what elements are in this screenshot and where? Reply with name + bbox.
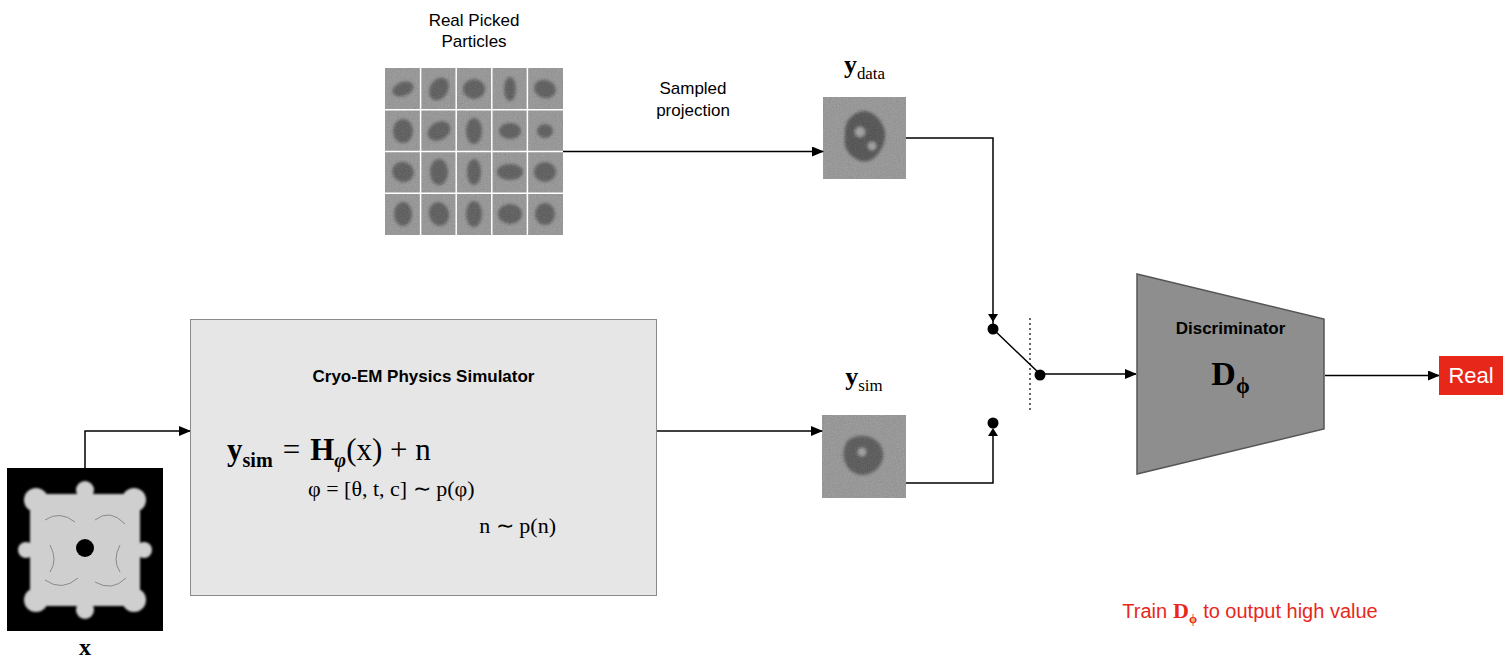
volume-image <box>7 468 163 631</box>
protein-lobe <box>18 542 34 558</box>
node-text: Cryo-EM Physics Simulator <box>312 367 534 386</box>
image-panel: Real Picked Particles <box>385 68 563 235</box>
node-text: sim <box>858 376 882 395</box>
annotation-text: Train <box>1122 600 1167 622</box>
trapezoid-shape <box>1137 274 1324 474</box>
text-line: Discriminator <box>1136 318 1325 339</box>
text-line: ysim = Hφ(x) + n <box>227 432 431 478</box>
text-line: n ∼ p(n) <box>479 512 556 540</box>
protein-body <box>30 494 140 606</box>
noise-overlay <box>385 68 563 235</box>
node-text: sim <box>243 449 273 471</box>
grid-lines <box>385 68 563 235</box>
text-line: Dϕ <box>1136 353 1325 406</box>
annotation: Train Dϕ to output high value <box>1122 597 1377 633</box>
image-panel: x <box>7 468 163 631</box>
protein-lobe <box>24 588 48 612</box>
node-text: x <box>79 634 91 660</box>
particle-grid <box>385 68 563 235</box>
node-text: (x) + n <box>346 432 431 467</box>
text-line: Cryo-EM Physics Simulator <box>191 366 656 387</box>
noise-overlay <box>822 415 906 498</box>
text-line: Real Picked Particles <box>404 10 544 52</box>
protein-volume <box>18 481 152 619</box>
node-text: y <box>227 432 243 467</box>
node-text: n ∼ p(n) <box>479 513 556 538</box>
protein-lobe <box>24 488 48 512</box>
projection-image <box>823 97 906 179</box>
node-text: = <box>283 432 300 467</box>
image-panel: ydata <box>823 97 906 179</box>
text-line: ydata <box>803 49 926 89</box>
edge-label: Sampled projection <box>633 78 753 122</box>
connector-arrow <box>85 431 190 468</box>
connector-arrow <box>563 151 823 153</box>
text-line: φ = [θ, t, c] ∼ p(φ) <box>308 475 475 503</box>
protein-lobe <box>136 542 152 558</box>
node-text: Discriminator <box>1176 319 1286 338</box>
protein-pore <box>76 539 94 557</box>
annotation-text: D <box>1173 598 1189 623</box>
protein-lobe <box>76 601 94 619</box>
node-text: H <box>310 432 334 467</box>
node-text: φ = [θ, t, c] ∼ p(φ) <box>308 476 475 501</box>
node-text: φ <box>334 449 346 471</box>
text-line: Real <box>1439 356 1503 395</box>
connector-arrow <box>657 430 822 432</box>
simulated-image <box>822 415 906 498</box>
edge-label-text: Sampled projection <box>656 79 730 120</box>
node-text: data <box>857 64 885 83</box>
grid-line <box>385 193 563 195</box>
arrowhead <box>988 428 998 436</box>
node-text: Real Picked Particles <box>429 11 520 51</box>
annotation-text: ϕ <box>1189 611 1197 626</box>
image-panel: ysim <box>822 415 906 498</box>
text-line: x <box>7 633 163 661</box>
annotation-text: to output high value <box>1203 600 1378 622</box>
texture-line <box>45 515 126 586</box>
connector-arrow <box>1325 375 1439 377</box>
text-line: ysim <box>802 361 926 401</box>
node-text: ϕ <box>1236 373 1250 398</box>
discriminator-block: DiscriminatorDϕ <box>1136 273 1325 475</box>
connector-arrow <box>906 138 1136 374</box>
node-text: Real <box>1448 363 1493 389</box>
switch-terminal <box>988 418 999 429</box>
simulator-box: Cryo-EM Physics Simulator ysim = Hφ(x) + n φ… <box>190 319 657 596</box>
output-label: Real <box>1439 356 1503 395</box>
node-text: D <box>1211 355 1236 392</box>
protein-lobe <box>122 588 146 612</box>
grid-line <box>385 109 563 111</box>
protein-lobe <box>76 481 94 499</box>
node-text: y <box>845 362 858 391</box>
signal-wire <box>906 434 993 483</box>
grid-line <box>385 151 563 153</box>
node-text: y <box>844 50 857 79</box>
protein-lobe <box>122 488 146 512</box>
protein-texture <box>45 515 126 586</box>
noise-overlay <box>823 97 906 179</box>
